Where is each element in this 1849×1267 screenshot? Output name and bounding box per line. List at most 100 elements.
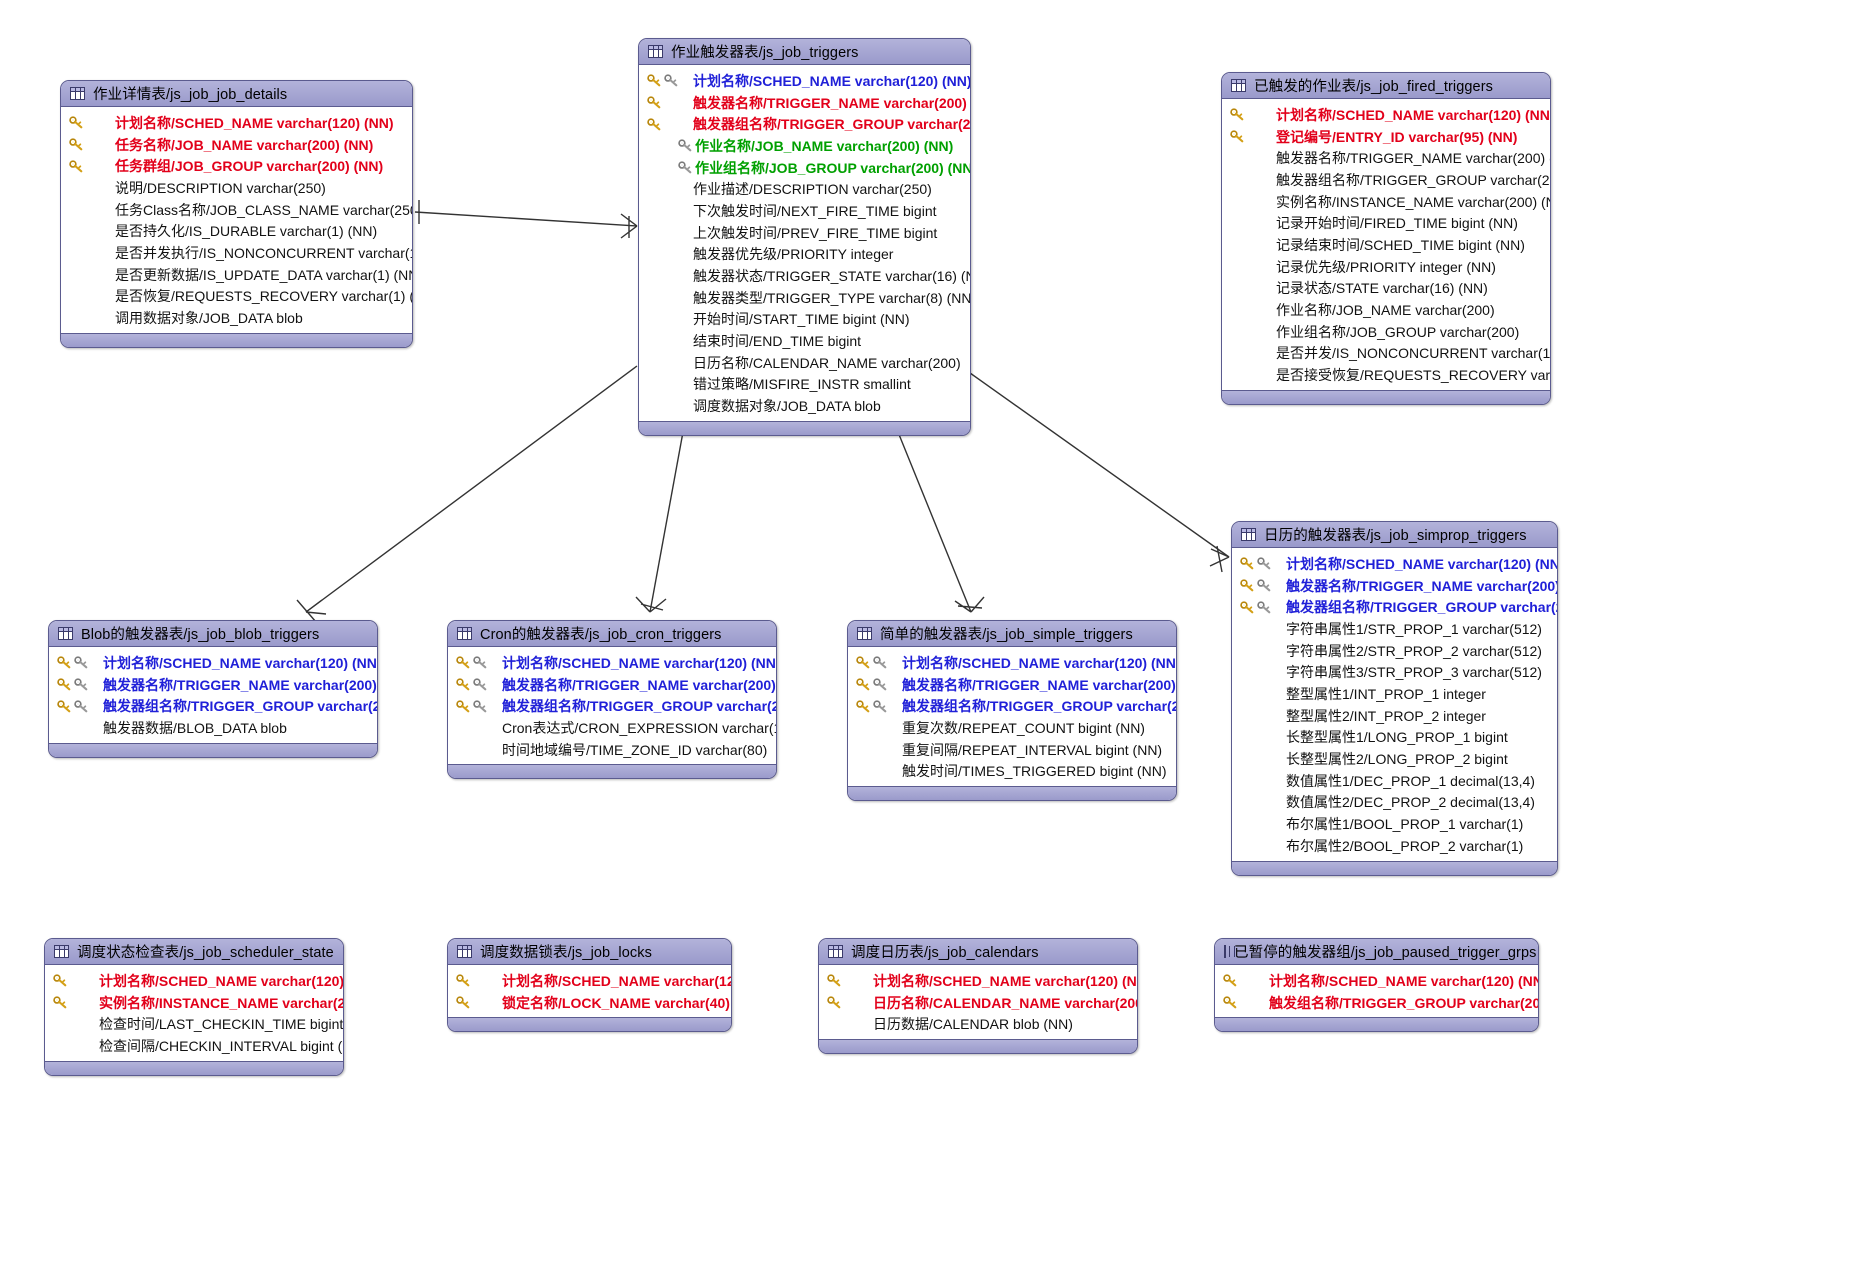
column-row[interactable]: 计划名称/SCHED_NAME varchar(120) (NN) bbox=[639, 70, 970, 92]
column-row[interactable]: 触发器名称/TRIGGER_NAME varchar(200) (NN) bbox=[448, 674, 776, 696]
column-row[interactable]: 数值属性2/DEC_PROP_2 decimal(13,4) bbox=[1232, 792, 1557, 814]
column-row[interactable]: 是否持久化/IS_DURABLE varchar(1) (NN) bbox=[61, 220, 412, 242]
table-header-scheduler_state[interactable]: 调度状态检查表/js_job_scheduler_state bbox=[45, 939, 343, 965]
column-row[interactable]: 作业组名称/JOB_GROUP varchar(200) bbox=[1222, 321, 1550, 343]
column-row[interactable]: 任务名称/JOB_NAME varchar(200) (NN) bbox=[61, 134, 412, 156]
column-row[interactable]: 触发器类型/TRIGGER_TYPE varchar(8) (NN) bbox=[639, 287, 970, 309]
column-row[interactable]: 整型属性2/INT_PROP_2 integer bbox=[1232, 705, 1557, 727]
column-row[interactable]: 日历名称/CALENDAR_NAME varchar(200) bbox=[639, 352, 970, 374]
column-row[interactable]: 触发器组名称/TRIGGER_GROUP varchar(200) (NN) bbox=[448, 695, 776, 717]
table-header-paused_trigger_grps[interactable]: 已暂停的触发器组/js_job_paused_trigger_grps bbox=[1215, 939, 1538, 965]
column-row[interactable]: 触发器名称/TRIGGER_NAME varchar(200) (NN) bbox=[848, 674, 1176, 696]
column-row[interactable]: 长整型属性1/LONG_PROP_1 bigint bbox=[1232, 727, 1557, 749]
entity-table-simprop_triggers[interactable]: 日历的触发器表/js_job_simprop_triggers 计划名称/SCH… bbox=[1231, 521, 1558, 876]
table-header-calendars[interactable]: 调度日历表/js_job_calendars bbox=[819, 939, 1137, 965]
column-row[interactable]: 上次触发时间/PREV_FIRE_TIME bigint bbox=[639, 222, 970, 244]
column-row[interactable]: 整型属性1/INT_PROP_1 integer bbox=[1232, 683, 1557, 705]
column-row[interactable]: 计划名称/SCHED_NAME varchar(120) (NN) bbox=[848, 652, 1176, 674]
column-row[interactable]: 触发器名称/TRIGGER_NAME varchar(200) (NN) bbox=[1232, 575, 1557, 597]
column-row[interactable]: 计划名称/SCHED_NAME varchar(120) (NN) bbox=[45, 970, 343, 992]
column-row[interactable]: 作业描述/DESCRIPTION varchar(250) bbox=[639, 178, 970, 200]
column-row[interactable]: 记录状态/STATE varchar(16) (NN) bbox=[1222, 278, 1550, 300]
column-row[interactable]: 触发器组名称/TRIGGER_GROUP varchar(200) (NN) bbox=[1232, 596, 1557, 618]
column-row[interactable]: 是否恢复/REQUESTS_RECOVERY varchar(1) (NN) bbox=[61, 286, 412, 308]
column-row[interactable]: 实例名称/INSTANCE_NAME varchar(200) (NN) bbox=[1222, 191, 1550, 213]
column-row[interactable]: 计划名称/SCHED_NAME varchar(120) (NN) bbox=[49, 652, 377, 674]
column-row[interactable]: 任务群组/JOB_GROUP varchar(200) (NN) bbox=[61, 155, 412, 177]
entity-table-blob_triggers[interactable]: Blob的触发器表/js_job_blob_triggers 计划名称/SCHE… bbox=[48, 620, 378, 758]
column-row[interactable]: 计划名称/SCHED_NAME varchar(120) (NN) bbox=[448, 652, 776, 674]
column-row[interactable]: 触发器名称/TRIGGER_NAME varchar(200) (NN) bbox=[639, 92, 970, 114]
entity-table-fired_triggers[interactable]: 已触发的作业表/js_job_fired_triggers 计划名称/SCHED… bbox=[1221, 72, 1551, 405]
column-row[interactable]: 触发器名称/TRIGGER_NAME varchar(200) (NN) bbox=[49, 674, 377, 696]
column-row[interactable]: 是否并发执行/IS_NONCONCURRENT varchar(1) (NN) bbox=[61, 242, 412, 264]
column-row[interactable]: 下次触发时间/NEXT_FIRE_TIME bigint bbox=[639, 200, 970, 222]
column-row[interactable]: 触发时间/TIMES_TRIGGERED bigint (NN) bbox=[848, 760, 1176, 782]
column-row[interactable]: 字符串属性3/STR_PROP_3 varchar(512) bbox=[1232, 661, 1557, 683]
column-row[interactable]: 锁定名称/LOCK_NAME varchar(40) (NN) bbox=[448, 992, 731, 1014]
column-row[interactable]: 时间地域编号/TIME_ZONE_ID varchar(80) bbox=[448, 739, 776, 761]
table-header-job_triggers[interactable]: 作业触发器表/js_job_triggers bbox=[639, 39, 970, 65]
entity-table-scheduler_state[interactable]: 调度状态检查表/js_job_scheduler_state 计划名称/SCHE… bbox=[44, 938, 344, 1076]
column-row[interactable]: Cron表达式/CRON_EXPRESSION varchar(120) (NN… bbox=[448, 717, 776, 739]
column-row[interactable]: 登记编号/ENTRY_ID varchar(95) (NN) bbox=[1222, 126, 1550, 148]
table-header-simprop_triggers[interactable]: 日历的触发器表/js_job_simprop_triggers bbox=[1232, 522, 1557, 548]
column-row[interactable]: 触发器组名称/TRIGGER_GROUP varchar(200) (NN) bbox=[848, 695, 1176, 717]
column-row[interactable]: 日历名称/CALENDAR_NAME varchar(200) (NN) bbox=[819, 992, 1137, 1014]
column-row[interactable]: 长整型属性2/LONG_PROP_2 bigint bbox=[1232, 748, 1557, 770]
column-row[interactable]: 作业组名称/JOB_GROUP varchar(200) (NN) bbox=[639, 157, 970, 179]
column-row[interactable]: 计划名称/SCHED_NAME varchar(120) (NN) bbox=[61, 112, 412, 134]
column-row[interactable]: 计划名称/SCHED_NAME varchar(120) (NN) bbox=[1215, 970, 1538, 992]
column-row[interactable]: 重复间隔/REPEAT_INTERVAL bigint (NN) bbox=[848, 739, 1176, 761]
column-row[interactable]: 调度数据对象/JOB_DATA blob bbox=[639, 395, 970, 417]
column-row[interactable]: 重复次数/REPEAT_COUNT bigint (NN) bbox=[848, 717, 1176, 739]
column-row[interactable]: 布尔属性2/BOOL_PROP_2 varchar(1) bbox=[1232, 835, 1557, 857]
table-header-fired_triggers[interactable]: 已触发的作业表/js_job_fired_triggers bbox=[1222, 73, 1550, 99]
entity-table-job_details[interactable]: 作业详情表/js_job_job_details 计划名称/SCHED_NAME… bbox=[60, 80, 413, 348]
column-row[interactable]: 任务Class名称/JOB_CLASS_NAME varchar(250) (N… bbox=[61, 199, 412, 221]
entity-table-calendars[interactable]: 调度日历表/js_job_calendars 计划名称/SCHED_NAME v… bbox=[818, 938, 1138, 1055]
column-row[interactable]: 结束时间/END_TIME bigint bbox=[639, 330, 970, 352]
column-row[interactable]: 检查间隔/CHECKIN_INTERVAL bigint (NN) bbox=[45, 1035, 343, 1057]
table-header-blob_triggers[interactable]: Blob的触发器表/js_job_blob_triggers bbox=[49, 621, 377, 647]
column-row[interactable]: 计划名称/SCHED_NAME varchar(120) (NN) bbox=[448, 970, 731, 992]
column-row[interactable]: 触发器名称/TRIGGER_NAME varchar(200) (NN) bbox=[1222, 147, 1550, 169]
column-row[interactable]: 记录开始时间/FIRED_TIME bigint (NN) bbox=[1222, 212, 1550, 234]
column-row[interactable]: 触发器组名称/TRIGGER_GROUP varchar(200) (NN) bbox=[49, 695, 377, 717]
column-row[interactable]: 说明/DESCRIPTION varchar(250) bbox=[61, 177, 412, 199]
table-header-job_details[interactable]: 作业详情表/js_job_job_details bbox=[61, 81, 412, 107]
column-row[interactable]: 记录结束时间/SCHED_TIME bigint (NN) bbox=[1222, 234, 1550, 256]
column-row[interactable]: 触发器数据/BLOB_DATA blob bbox=[49, 717, 377, 739]
table-header-cron_triggers[interactable]: Cron的触发器表/js_job_cron_triggers bbox=[448, 621, 776, 647]
column-row[interactable]: 是否接受恢复/REQUESTS_RECOVERY varchar(1) bbox=[1222, 364, 1550, 386]
column-row[interactable]: 数值属性1/DEC_PROP_1 decimal(13,4) bbox=[1232, 770, 1557, 792]
entity-table-locks[interactable]: 调度数据锁表/js_job_locks 计划名称/SCHED_NAME varc… bbox=[447, 938, 732, 1033]
column-row[interactable]: 触发组名称/TRIGGER_GROUP varchar(200) (NN) bbox=[1215, 992, 1538, 1014]
entity-table-cron_triggers[interactable]: Cron的触发器表/js_job_cron_triggers 计划名称/SCHE… bbox=[447, 620, 777, 780]
column-row[interactable]: 触发器组名称/TRIGGER_GROUP varchar(200) (NN) bbox=[639, 113, 970, 135]
column-row[interactable]: 布尔属性1/BOOL_PROP_1 varchar(1) bbox=[1232, 813, 1557, 835]
column-row[interactable]: 调用数据对象/JOB_DATA blob bbox=[61, 307, 412, 329]
column-row[interactable]: 错过策略/MISFIRE_INSTR smallint bbox=[639, 374, 970, 396]
column-row[interactable]: 触发器组名称/TRIGGER_GROUP varchar(200) (NN) bbox=[1222, 169, 1550, 191]
column-row[interactable]: 字符串属性2/STR_PROP_2 varchar(512) bbox=[1232, 640, 1557, 662]
column-row[interactable]: 是否更新数据/IS_UPDATE_DATA varchar(1) (NN) bbox=[61, 264, 412, 286]
column-row[interactable]: 实例名称/INSTANCE_NAME varchar(200) (NN) bbox=[45, 992, 343, 1014]
column-row[interactable]: 计划名称/SCHED_NAME varchar(120) (NN) bbox=[1222, 104, 1550, 126]
column-row[interactable]: 触发器优先级/PRIORITY integer bbox=[639, 244, 970, 266]
column-row[interactable]: 作业名称/JOB_NAME varchar(200) bbox=[1222, 299, 1550, 321]
column-row[interactable]: 记录优先级/PRIORITY integer (NN) bbox=[1222, 256, 1550, 278]
table-header-simple_triggers[interactable]: 简单的触发器表/js_job_simple_triggers bbox=[848, 621, 1176, 647]
entity-table-paused_trigger_grps[interactable]: 已暂停的触发器组/js_job_paused_trigger_grps 计划名称… bbox=[1214, 938, 1539, 1033]
table-header-locks[interactable]: 调度数据锁表/js_job_locks bbox=[448, 939, 731, 965]
column-row[interactable]: 字符串属性1/STR_PROP_1 varchar(512) bbox=[1232, 618, 1557, 640]
column-row[interactable]: 开始时间/START_TIME bigint (NN) bbox=[639, 309, 970, 331]
entity-table-simple_triggers[interactable]: 简单的触发器表/js_job_simple_triggers 计划名称/SCHE… bbox=[847, 620, 1177, 802]
column-row[interactable]: 日历数据/CALENDAR blob (NN) bbox=[819, 1013, 1137, 1035]
column-row[interactable]: 触发器状态/TRIGGER_STATE varchar(16) (NN) bbox=[639, 265, 970, 287]
column-row[interactable]: 是否并发/IS_NONCONCURRENT varchar(1) bbox=[1222, 343, 1550, 365]
column-row[interactable]: 计划名称/SCHED_NAME varchar(120) (NN) bbox=[819, 970, 1137, 992]
entity-table-job_triggers[interactable]: 作业触发器表/js_job_triggers 计划名称/SCHED_NAME v… bbox=[638, 38, 971, 436]
column-row[interactable]: 计划名称/SCHED_NAME varchar(120) (NN) bbox=[1232, 553, 1557, 575]
column-row[interactable]: 作业名称/JOB_NAME varchar(200) (NN) bbox=[639, 135, 970, 157]
